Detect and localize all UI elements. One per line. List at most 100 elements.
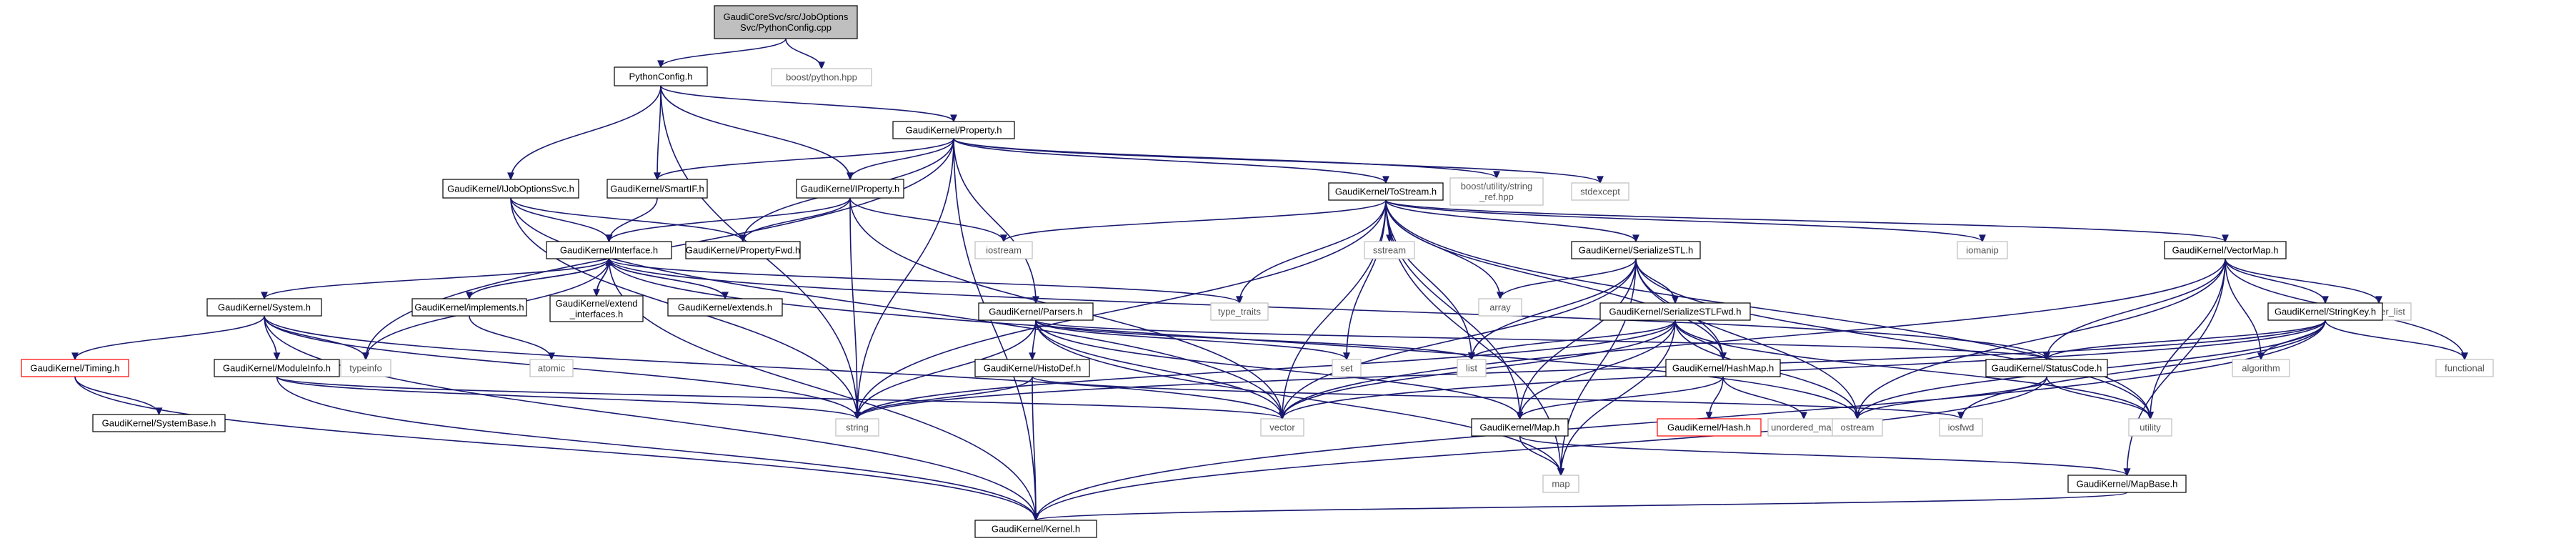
edge-arrowhead (739, 234, 747, 243)
edge-arrowhead (1957, 412, 1965, 420)
node-box (714, 5, 858, 39)
node-systembase-h[interactable]: GaudiKernel/SystemBase.h (92, 414, 226, 432)
node-statuscode-h[interactable]: GaudiKernel/StatusCode.h (1985, 359, 2108, 377)
node-histodef-h[interactable]: GaudiKernel/HistoDef.h (974, 359, 1090, 377)
node-label: GaudiKernel/SmartIF.h (610, 184, 704, 194)
node-set[interactable]: set (1332, 359, 1362, 377)
node-box (1332, 359, 1362, 377)
node-box (974, 520, 1097, 538)
edge-arrowhead (1029, 352, 1036, 361)
edge-arrowhead (605, 234, 613, 243)
node-mapbase-h[interactable]: GaudiKernel/MapBase.h (2067, 475, 2187, 493)
node-sstream[interactable]: sstream (1364, 241, 1415, 259)
node-label: GaudiKernel/SerializeSTLFwd.h (1609, 307, 1742, 317)
node-string[interactable]: string (835, 418, 879, 437)
node-hashmap-h[interactable]: GaudiKernel/HashMap.h (1665, 359, 1781, 377)
edge-tostream-h-to-hashmap-h (1385, 199, 1724, 360)
node-box (614, 66, 708, 86)
node-array[interactable]: array (1478, 298, 1522, 317)
node-stdexcept[interactable]: stdexcept (1571, 182, 1629, 201)
edge-property-h-to-kernel-h (953, 138, 1037, 521)
node-box (1478, 298, 1522, 317)
node-label: GaudiCoreSvc/src/JobOptions (724, 11, 849, 22)
node-boost-python[interactable]: boost/python.hpp (771, 68, 872, 86)
node-utility[interactable]: utility (2128, 418, 2172, 437)
edge-arrowhead (1516, 412, 1524, 420)
node-box (214, 359, 340, 377)
node-pythonconfig-h[interactable]: PythonConfig.h (614, 66, 708, 86)
node-system-h[interactable]: GaudiKernel/System.h (206, 298, 322, 317)
node-interface-h[interactable]: GaudiKernel/Interface.h (546, 241, 672, 259)
edge-arrowhead (1279, 412, 1286, 420)
node-map[interactable]: map (1542, 475, 1579, 493)
node-unordered-map[interactable]: unordered_map (1767, 418, 1840, 437)
node-vectormap-h[interactable]: GaudiKernel/VectorMap.h (2164, 241, 2287, 259)
node-parsers-h[interactable]: GaudiKernel/Parsers.h (978, 302, 1094, 321)
node-typeinfo[interactable]: typeinfo (340, 359, 391, 377)
node-type-traits[interactable]: type_traits (1210, 302, 1269, 321)
edge-vectormap-h-to-vector (1282, 258, 2226, 420)
node-smartif-h[interactable]: GaudiKernel/SmartIF.h (606, 179, 708, 199)
node-map-h[interactable]: GaudiKernel/Map.h (1471, 418, 1569, 437)
node-vector[interactable]: vector (1260, 418, 1304, 437)
edge-arrowhead (362, 352, 369, 361)
node-algorithm[interactable]: algorithm (2232, 359, 2290, 377)
node-atomic[interactable]: atomic (529, 359, 574, 377)
node-list[interactable]: list (1457, 359, 1487, 377)
node-iomanip[interactable]: iomanip (1957, 241, 2008, 259)
node-box (1328, 182, 1444, 201)
node-root[interactable]: GaudiCoreSvc/src/JobOptionsSvc/PythonCon… (714, 5, 858, 39)
node-label: GaudiKernel/IProperty.h (801, 184, 900, 194)
node-stringkey-h[interactable]: GaudiKernel/StringKey.h (2267, 302, 2383, 321)
edge-iproperty-h-to-propertyfwd-h (742, 197, 851, 242)
node-serializestlfwd-h[interactable]: GaudiKernel/SerializeSTLFwd.h (1599, 302, 1751, 321)
edge-arrowhead (1000, 234, 1007, 243)
edge-arrowhead (1854, 412, 1861, 420)
edge-histodef-h-to-kernel-h (1032, 376, 1037, 521)
node-extends-h[interactable]: GaudiKernel/extends.h (667, 298, 783, 317)
edge-system-h-to-timing-h (74, 315, 265, 360)
edge-timing-h-to-kernel-h (74, 376, 1037, 521)
node-box (974, 359, 1090, 377)
node-propertyfwd-h[interactable]: GaudiKernel/PropertyFwd.h (685, 241, 801, 259)
edge-implements-h-to-interface-h (469, 258, 610, 299)
edge-arrowhead (1800, 412, 1807, 420)
node-iostream[interactable]: iostream (974, 241, 1033, 259)
node-ijoboptionssvc-h[interactable]: GaudiKernel/IJobOptionsSvc.h (442, 179, 579, 199)
edge-vectormap-h-to-stringkey-h (2225, 258, 2326, 304)
node-hash-h[interactable]: GaudiKernel/Hash.h (1657, 418, 1762, 437)
edge-iproperty-h-to-interface-h (608, 197, 851, 242)
edge-tostream-h-to-iomanip (1385, 199, 1983, 242)
edge-serializestl-h-to-array (1499, 258, 1637, 299)
node-kernel-h[interactable]: GaudiKernel/Kernel.h (974, 520, 1097, 538)
node-box (546, 241, 672, 259)
edge-map-h-to-mapbase-h (1519, 435, 2128, 476)
node-moduleinfo-h[interactable]: GaudiKernel/ModuleInfo.h (214, 359, 340, 377)
node-iosfwd[interactable]: iosfwd (1939, 418, 1983, 437)
node-boost-string-ref[interactable]: boost/utility/string_ref.hpp (1449, 177, 1544, 206)
node-serializestl-h[interactable]: GaudiKernel/SerializeSTL.h (1571, 241, 1701, 259)
node-iproperty-h[interactable]: GaudiKernel/IProperty.h (796, 179, 904, 199)
node-label: GaudiKernel/HistoDef.h (984, 363, 1082, 374)
node-extend-interfaces-h[interactable]: GaudiKernel/extend_interfaces.h (549, 295, 644, 322)
edge-vectormap-h-to-ostream (1857, 258, 2226, 420)
edge-property-h-to-smartif-h (657, 138, 954, 180)
edge-moduleinfo-h-to-kernel-h (276, 376, 1037, 521)
node-implements-h[interactable]: GaudiKernel/implements.h (411, 298, 527, 317)
edge-stringkey-h-to-vector (1282, 319, 2326, 420)
edge-arrowhead (1597, 176, 1604, 184)
edge-statuscode-h-to-kernel-h (1035, 376, 2047, 521)
node-label: GaudiKernel/ToStream.h (1335, 187, 1437, 197)
edge-arrowhead (2222, 234, 2229, 243)
node-timing-h[interactable]: GaudiKernel/Timing.h (21, 359, 129, 377)
node-tostream-h[interactable]: GaudiKernel/ToStream.h (1328, 182, 1444, 201)
node-label: Svc/PythonConfig.cpp (740, 22, 832, 33)
node-label: GaudiKernel/SerializeSTL.h (1579, 245, 1693, 256)
edge-serializestl-h-to-vector (1282, 258, 1637, 420)
node-label: GaudiKernel/HashMap.h (1672, 363, 1774, 374)
node-label: type_traits (1218, 307, 1261, 317)
node-ostream[interactable]: ostream (1832, 418, 1883, 437)
node-box (771, 68, 872, 86)
node-functional[interactable]: functional (2435, 359, 2494, 377)
node-property-h[interactable]: GaudiKernel/Property.h (892, 121, 1015, 139)
